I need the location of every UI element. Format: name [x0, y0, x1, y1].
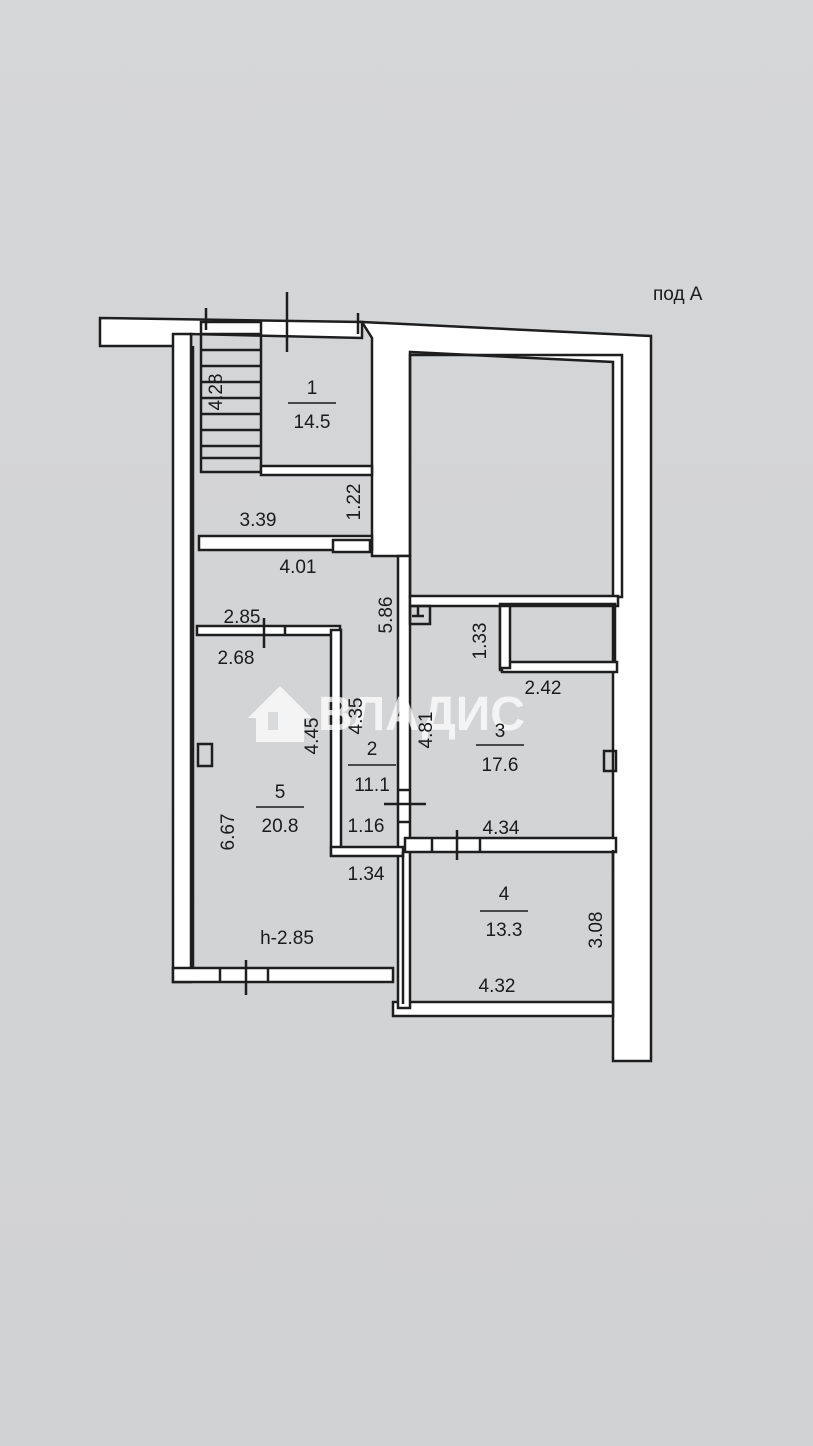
room-4-number: 4 [499, 884, 510, 905]
ceiling-height: h-2.85 [260, 928, 314, 949]
dim-2-42: 2.42 [525, 678, 562, 699]
room-2-number: 2 [367, 739, 378, 760]
dim-4-32: 4.32 [479, 976, 516, 997]
room-3-number: 3 [495, 721, 506, 742]
dim-4-28: 4.28 [206, 374, 227, 411]
opening-marks [196, 292, 618, 995]
dim-1-33: 1.33 [470, 623, 491, 660]
interior-walls [195, 353, 624, 1010]
room-2-label: 2 11.1 [348, 739, 396, 796]
room-5-label: 5 20.8 [256, 782, 304, 837]
watermark-text: ВЛАДИС [318, 688, 525, 741]
room-1-area: 14.5 [294, 412, 331, 433]
room-5-number: 5 [275, 782, 286, 803]
room-1-label: 1 14.5 [288, 378, 336, 433]
room-1-number: 1 [307, 378, 318, 399]
dimension-labels: 4.28 3.39 1.22 4.01 5.86 2.85 2.68 4.45 … [206, 374, 607, 997]
dim-2-68: 2.68 [218, 648, 255, 669]
dim-1-22: 1.22 [344, 484, 365, 521]
dim-4-34: 4.34 [483, 818, 520, 839]
dim-1-34: 1.34 [348, 864, 385, 885]
dim-6-67: 6.67 [218, 814, 239, 851]
watermark-logo: ВЛАДИС [248, 686, 525, 742]
staircase [199, 320, 263, 474]
dim-4-45: 4.45 [302, 718, 323, 755]
room-4-area: 13.3 [486, 920, 523, 941]
dim-4-01: 4.01 [280, 557, 317, 578]
dim-2-85: 2.85 [224, 607, 261, 628]
dim-1-16: 1.16 [348, 816, 385, 837]
corner-label: под А [653, 284, 703, 305]
room-3-label: 3 17.6 [476, 721, 524, 776]
dim-3-08: 3.08 [586, 912, 607, 949]
dim-5-86: 5.86 [376, 597, 397, 634]
room-3-area: 17.6 [482, 755, 519, 776]
dim-4-35: 4.35 [346, 698, 367, 735]
room-4-label: 4 13.3 [480, 884, 528, 941]
dim-3-39: 3.39 [240, 510, 277, 531]
room-2-area: 11.1 [354, 775, 390, 796]
room-5-area: 20.8 [262, 816, 299, 837]
dim-4-81: 4.81 [416, 712, 437, 749]
